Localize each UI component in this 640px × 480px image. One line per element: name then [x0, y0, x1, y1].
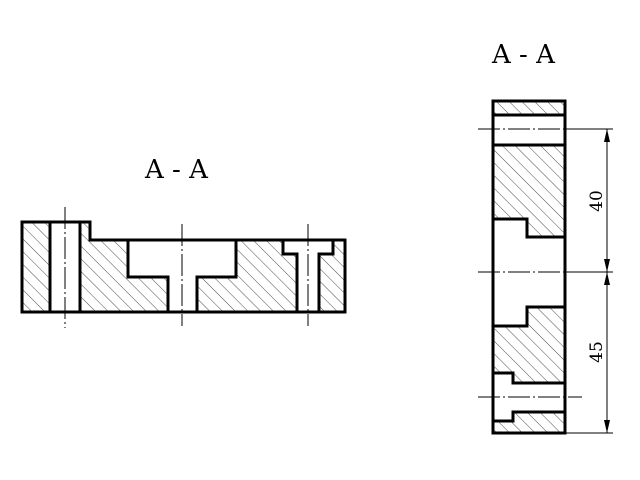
- arrowhead-45-bottom: [604, 420, 610, 433]
- right-section-title: A - A: [491, 40, 556, 70]
- dimension-45: 45: [587, 272, 610, 433]
- left-section-title: A - A: [144, 155, 209, 185]
- arrowhead-40-bottom: [604, 259, 610, 272]
- arrowhead-40-top: [604, 129, 610, 142]
- dimension-40: 40: [587, 129, 610, 272]
- top-hole: [491, 113, 567, 147]
- dimension-text-45: 45: [587, 341, 607, 363]
- arrowhead-45-top: [604, 272, 610, 285]
- dimension-text-40: 40: [587, 190, 607, 212]
- left-section-view: A - A: [20, 155, 347, 328]
- right-section-view: A - A 40 45: [478, 40, 613, 435]
